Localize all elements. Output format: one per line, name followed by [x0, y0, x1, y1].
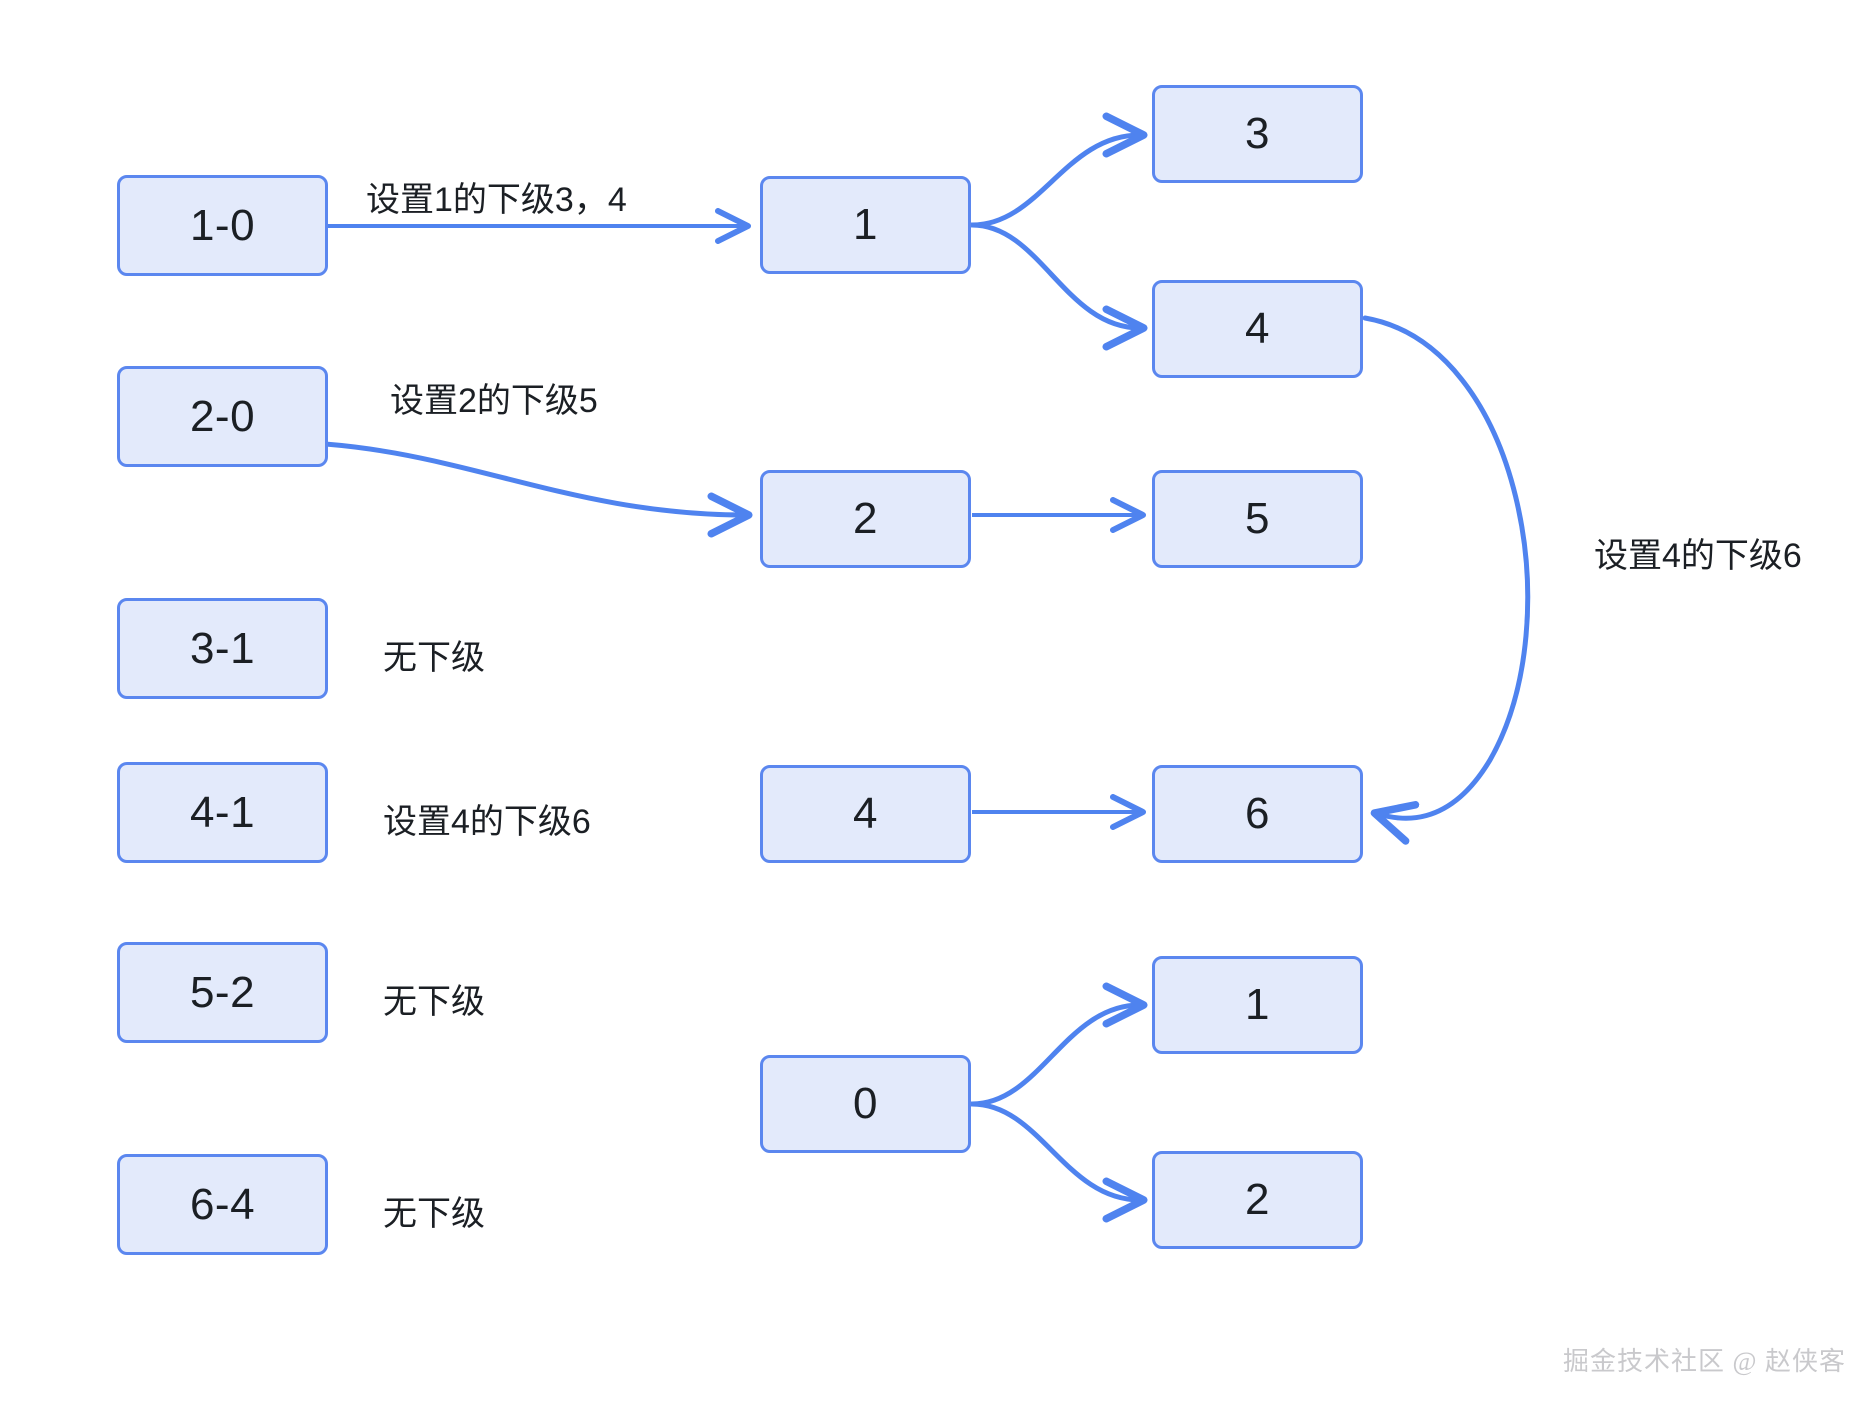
node-box-6-4-label: 6-4: [189, 1179, 256, 1229]
graph-node-2-bottom-label: 2: [1245, 1175, 1270, 1224]
note-label-3-1: 无下级: [383, 639, 485, 677]
graph-node-5[interactable]: 5: [1152, 470, 1363, 568]
node-box-4-1-label: 4-1: [189, 787, 256, 837]
edge-node0-to-node1b: [969, 982, 1148, 1107]
node-box-2-0-label: 2-0: [189, 391, 256, 441]
graph-node-4-top-label: 4: [1245, 304, 1270, 353]
graph-node-3-label: 3: [1245, 109, 1270, 158]
edge-node4top-to-node6: [1362, 315, 1531, 845]
note-label-5-2: 无下级: [383, 983, 485, 1021]
graph-node-0-label: 0: [853, 1079, 878, 1128]
edge-label-set4-child: 设置4的下级6: [1594, 537, 1802, 575]
note-label-6-4: 无下级: [383, 1195, 485, 1233]
graph-node-1[interactable]: 1: [760, 176, 971, 274]
graph-node-2-bottom[interactable]: 2: [1152, 1151, 1363, 1249]
node-box-6-4[interactable]: 6-4: [117, 1154, 328, 1255]
node-box-5-2-label: 5-2: [189, 967, 256, 1017]
graph-node-4-mid-label: 4: [853, 789, 878, 838]
graph-node-6-label: 6: [1245, 789, 1270, 838]
node-box-1-0-label: 1-0: [189, 200, 256, 250]
graph-node-4-mid[interactable]: 4: [760, 765, 971, 863]
graph-node-1-bottom-label: 1: [1245, 980, 1270, 1029]
node-box-5-2[interactable]: 5-2: [117, 942, 328, 1043]
edge-node1-to-node4top: [969, 222, 1148, 351]
node-box-2-0[interactable]: 2-0: [117, 366, 328, 467]
graph-node-2-label: 2: [853, 494, 878, 543]
edge-node0-to-node2b: [969, 1101, 1148, 1223]
edge-label-set1-children: 设置1的下级3，4: [366, 181, 627, 219]
graph-node-1-label: 1: [853, 200, 878, 249]
node-box-4-1[interactable]: 4-1: [117, 762, 328, 863]
edge-label-set2-children: 设置2的下级5: [390, 382, 598, 420]
graph-node-5-label: 5: [1245, 494, 1270, 543]
node-box-3-1-label: 3-1: [189, 623, 256, 673]
edge-box2-to-node2: [273, 439, 753, 538]
graph-node-6[interactable]: 6: [1152, 765, 1363, 863]
graph-node-2[interactable]: 2: [760, 470, 971, 568]
watermark: 掘金技术社区 @ 赵侠客: [1563, 1347, 1846, 1376]
graph-node-4-top[interactable]: 4: [1152, 280, 1363, 378]
edge-node1-to-node3: [969, 112, 1148, 228]
graph-node-1-bottom[interactable]: 1: [1152, 956, 1363, 1054]
node-box-1-0[interactable]: 1-0: [117, 175, 328, 276]
note-label-4-1: 设置4的下级6: [383, 803, 591, 841]
graph-node-3[interactable]: 3: [1152, 85, 1363, 183]
graph-node-0[interactable]: 0: [760, 1055, 971, 1153]
node-box-3-1[interactable]: 3-1: [117, 598, 328, 699]
